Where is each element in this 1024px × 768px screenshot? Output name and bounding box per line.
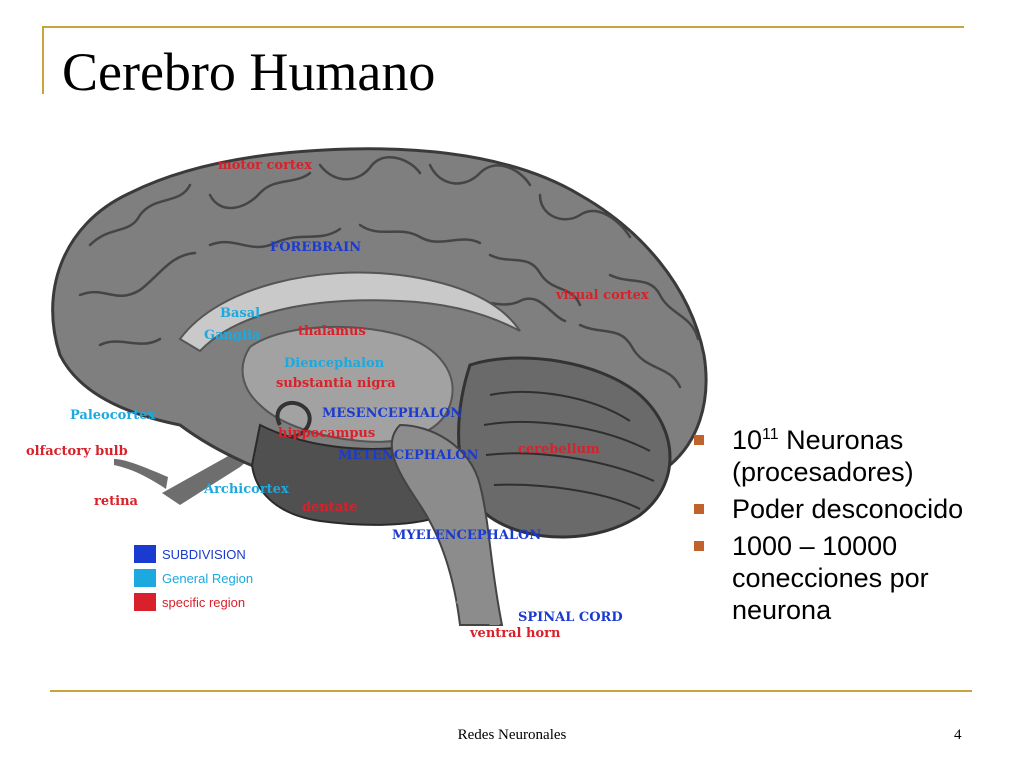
brain-illustration: motor cortex FOREBRAIN Basal Ganglia tha… xyxy=(26,147,708,641)
ventral-horn-shape xyxy=(456,595,500,625)
legend-label-subdivision: SUBDIVISION xyxy=(162,547,246,562)
legend-label-specific-region: specific region xyxy=(162,595,245,610)
label-substantia-nigra: substantia nigra xyxy=(276,376,396,391)
bullet-list: 1011 Neuronas (procesadores) Poder desco… xyxy=(688,424,1008,631)
label-ganglia: Ganglia xyxy=(204,328,261,343)
title-rule-left xyxy=(42,26,44,94)
bullet-item-poder: Poder desconocido xyxy=(688,493,1008,525)
label-retina: retina xyxy=(94,494,139,509)
legend-swatch-general-region xyxy=(134,569,156,587)
footer-title: Redes Neuronales xyxy=(457,727,567,743)
label-ventral-horn: ventral horn xyxy=(469,626,561,641)
bullet-item-neuronas: 1011 Neuronas (procesadores) xyxy=(688,424,1008,488)
label-archicortex: Archicortex xyxy=(203,482,289,497)
bullet-square-icon xyxy=(694,541,704,551)
color-legend: SUBDIVISION General Region specific regi… xyxy=(134,545,253,611)
cerebellum-folia xyxy=(483,391,655,510)
legend-label-general-region: General Region xyxy=(162,571,253,586)
label-dentate: dentate xyxy=(302,500,358,515)
label-metencephalon: METENCEPHALON xyxy=(338,448,479,463)
bullet-square-icon xyxy=(694,504,704,514)
corpus-callosum-shape xyxy=(178,271,521,353)
label-basal: Basal xyxy=(220,306,260,321)
brainstem-shape xyxy=(390,423,504,626)
page-number: 4 xyxy=(954,727,962,743)
label-paleocortex: Paleocortex xyxy=(70,408,155,423)
label-spinal-cord: SPINAL CORD xyxy=(518,610,623,625)
footer-rule xyxy=(50,690,972,692)
label-hippocampus: hippocampus xyxy=(278,426,375,441)
bullet-item-conecciones: 1000 – 10000 conecciones por neurona xyxy=(688,530,1008,626)
label-motor-cortex: motor cortex xyxy=(218,158,312,173)
label-olfactory-bulb: olfactory bulb xyxy=(26,444,128,459)
label-forebrain: FOREBRAIN xyxy=(270,240,361,255)
label-mesencephalon: MESENCEPHALON xyxy=(322,406,462,421)
retina-fork-shape xyxy=(114,459,168,489)
legend-swatch-specific-region xyxy=(134,593,156,611)
bullet-square-icon xyxy=(694,435,704,445)
label-cerebellum: cerebellum xyxy=(518,442,600,457)
hippocampus-shape xyxy=(275,400,312,439)
label-myelencephalon: MYELENCEPHALON xyxy=(392,528,541,543)
label-thalamus: thalamus xyxy=(298,324,366,339)
slide-title: Cerebro Humano xyxy=(62,42,436,102)
legend-swatch-subdivision xyxy=(134,545,156,563)
label-visual-cortex: visual cortex xyxy=(555,288,649,303)
thalamus-shape xyxy=(241,325,454,443)
title-rule-top xyxy=(42,26,964,28)
brain-diagram: motor cortex FOREBRAIN Basal Ganglia tha… xyxy=(20,125,720,645)
label-diencephalon: Diencephalon xyxy=(284,356,385,371)
